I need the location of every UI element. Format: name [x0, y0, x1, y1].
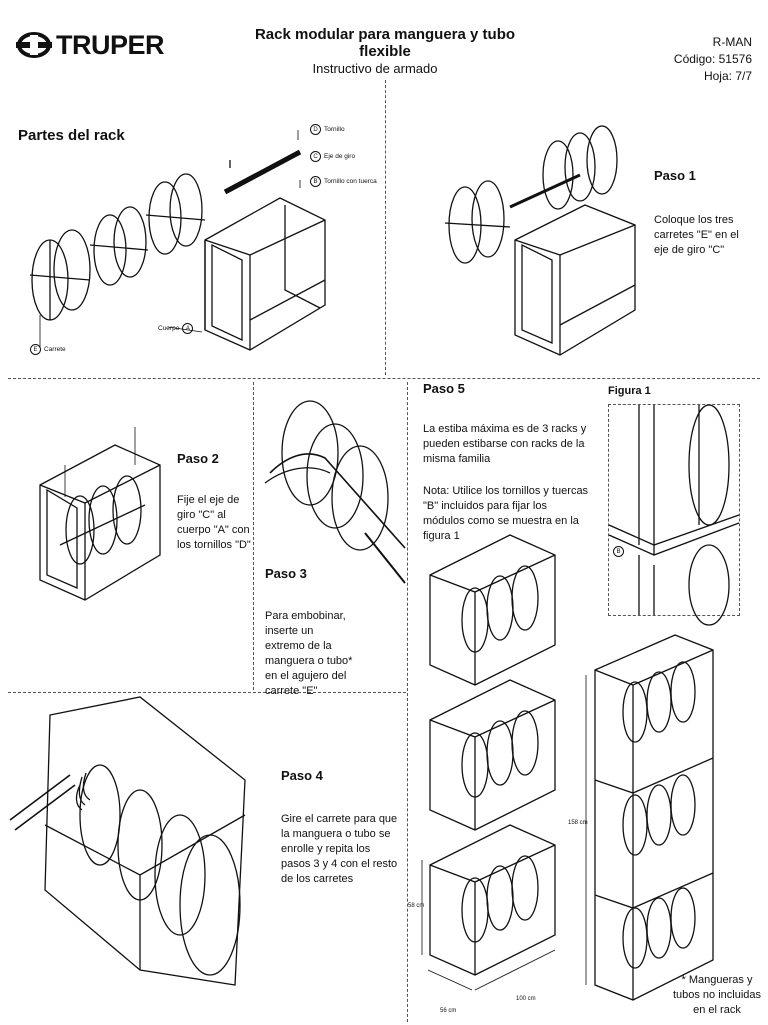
part-letter: E [30, 344, 41, 355]
model-code: R-MAN [712, 35, 752, 49]
paso3-title: Paso 3 [265, 566, 307, 581]
brand-name: TRUPER [56, 30, 165, 60]
paso4-title: Paso 4 [281, 768, 323, 783]
paso3-illustration [255, 398, 407, 563]
paso2-illustration [35, 425, 165, 610]
document-title: Rack modular para manguera y tubo flexib… [254, 26, 516, 60]
part-letter: C [310, 151, 321, 162]
paso1-text: Coloque los tres carretes "E" en el eje … [654, 214, 739, 256]
footnote: * Mangueras y tubos no incluidas en el r… [672, 974, 762, 1016]
reel-drawing [30, 174, 205, 348]
divider-middle-vertical [253, 382, 254, 690]
rack-body-drawing [205, 198, 325, 350]
part-letter: B [310, 176, 321, 187]
divider-right-vertical [407, 382, 408, 1022]
divider-top-vertical [385, 80, 386, 375]
figure1-frame: B [608, 404, 740, 616]
part-name: Tornillo con tuerca [324, 178, 377, 185]
paso5-note: Nota: Utilice los tornillos y tuercas "B… [423, 485, 589, 542]
part-label-c: C Eje de giro [310, 151, 355, 162]
dimension-depth: 56 cm [440, 1008, 457, 1014]
document-meta: R-MAN Código: 51576 Hoja: 7/7 [674, 34, 752, 85]
paso1-illustration [440, 115, 640, 365]
dimension-height-total: 158 cm [568, 820, 588, 826]
part-label-b: B Tornillo con tuerca [310, 176, 377, 187]
truper-logo: TRUPER [16, 30, 165, 60]
dimension-width: 100 cm [516, 996, 536, 1002]
paso4-text: Gire el carrete para que la manguera o t… [281, 813, 398, 885]
paso2-title: Paso 2 [177, 451, 219, 466]
part-name: Cuerpo [158, 325, 180, 332]
part-name: Eje de giro [324, 153, 356, 160]
document-subtitle: Instructivo de armado [312, 61, 438, 76]
part-label-a: Cuerpo A [158, 323, 194, 334]
part-name: Tornillo [324, 126, 345, 133]
stack-left-illustration [420, 530, 580, 1000]
paso5-text: La estiba máxima es de 3 racks y pueden … [423, 423, 587, 465]
part-label-e: E Carrete [30, 344, 66, 355]
paso3-text: Para embobinar, inserte un extremo de la… [265, 610, 353, 697]
product-code: Código: 51576 [673, 52, 752, 66]
figure1-title: Figura 1 [608, 385, 651, 397]
part-name: Carrete [44, 346, 66, 353]
parts-title: Partes del rack [18, 127, 125, 144]
figure1-label: B [613, 546, 624, 557]
paso4-illustration [10, 695, 250, 995]
truper-logo-icon [16, 30, 52, 60]
dimension-height-one: 58 cm [408, 903, 425, 909]
part-label-d: D Tornillo [310, 124, 345, 135]
paso1-title: Paso 1 [654, 168, 696, 183]
paso5-title: Paso 5 [423, 381, 465, 396]
page-number: Hoja: 7/7 [703, 69, 752, 83]
paso2-text: Fije el eje de giro "C" al cuerpo "A" co… [177, 494, 251, 551]
figure1-illustration [609, 405, 739, 615]
stack-right-illustration [585, 630, 720, 1025]
divider-horizontal-1 [8, 378, 760, 379]
parts-illustration [20, 120, 385, 370]
divider-horizontal-2 [8, 692, 406, 693]
part-letter: D [310, 124, 321, 135]
part-letter: A [182, 323, 194, 334]
